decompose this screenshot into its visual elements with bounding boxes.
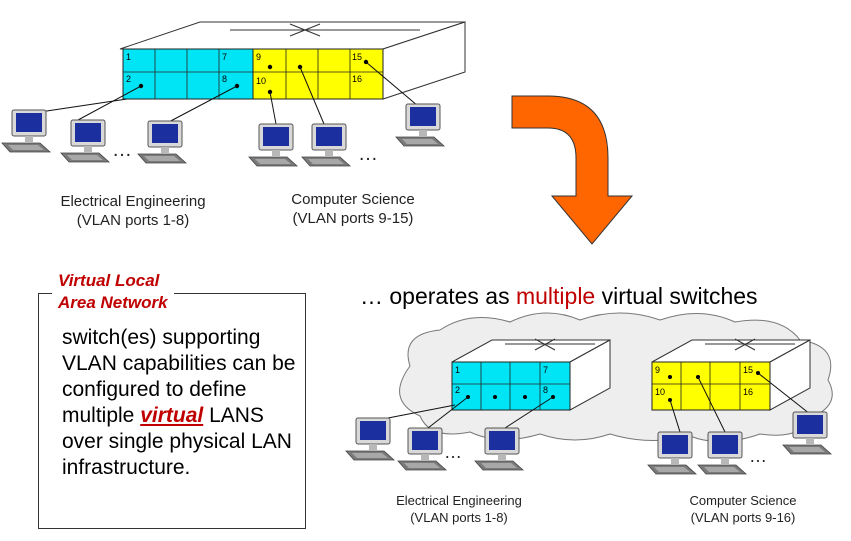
definition-text-end: LANS over single physical LAN infrastruc… xyxy=(62,404,292,479)
headline-highlight: multiple xyxy=(515,283,596,309)
ellipsis: … xyxy=(112,139,132,161)
port-label: 9 xyxy=(655,365,660,375)
computer-icon xyxy=(397,427,447,471)
group-name: Electrical Engineering xyxy=(396,493,522,508)
computer-icon xyxy=(60,119,110,163)
port-label: 10 xyxy=(655,387,665,397)
headline-suffix: virtual switches xyxy=(595,283,758,309)
port-label: 1 xyxy=(126,52,131,62)
port-label: 7 xyxy=(543,365,548,375)
top-cables xyxy=(39,61,419,125)
top-switch: 1 7 9 15 2 8 10 16 xyxy=(119,21,466,100)
definition-title-line: Area Network xyxy=(58,293,168,312)
ellipsis: … xyxy=(749,446,767,466)
definition-emphasis: virtual xyxy=(140,404,204,427)
group-ports: (VLAN ports 9-16) xyxy=(691,510,796,525)
group-name: Electrical Engineering xyxy=(60,193,205,210)
port-label: 9 xyxy=(256,52,261,62)
ellipsis: … xyxy=(358,143,378,165)
port-label: 15 xyxy=(743,365,753,375)
computer-icon xyxy=(395,103,445,147)
group-name: Computer Science xyxy=(690,493,797,508)
port-label: 16 xyxy=(352,74,362,84)
transition-arrow xyxy=(511,95,634,245)
definition-title-line: Virtual Local xyxy=(58,271,160,290)
headline: … operates as multiple virtual switches xyxy=(360,283,758,310)
cs-virtual-switch: 9 15 10 16 xyxy=(651,338,811,411)
port-label: 7 xyxy=(222,52,227,62)
group-ports: (VLAN ports 9-15) xyxy=(293,210,414,227)
bottom-cables xyxy=(387,372,811,433)
computer-icon xyxy=(137,120,187,164)
group-name: Computer Science xyxy=(291,191,414,208)
port-label: 8 xyxy=(543,385,548,395)
ellipsis: … xyxy=(444,442,462,462)
definition-text-start: switch(es) supporting VLAN capabilities … xyxy=(62,326,296,427)
definition-text: switch(es) supporting VLAN capabilities … xyxy=(62,325,302,481)
port-label: 2 xyxy=(126,74,131,84)
computer-icon xyxy=(301,123,351,167)
port-label: 10 xyxy=(256,76,266,86)
computer-icon xyxy=(345,417,395,461)
definition-title: Virtual Local Area Network xyxy=(52,270,174,314)
port-label: 2 xyxy=(455,385,460,395)
group-ports: (VLAN ports 1-8) xyxy=(77,212,190,229)
port-label: 15 xyxy=(352,52,362,62)
port-label: 1 xyxy=(455,365,460,375)
headline-prefix: … operates as xyxy=(360,283,516,309)
group-ports: (VLAN ports 1-8) xyxy=(410,510,508,525)
port-label: 16 xyxy=(743,387,753,397)
computer-icon xyxy=(1,109,51,153)
ee-virtual-switch: 1 7 2 8 xyxy=(451,338,611,411)
ee-port-block xyxy=(122,48,254,100)
port-label: 8 xyxy=(222,74,227,84)
computer-icon xyxy=(248,123,298,167)
